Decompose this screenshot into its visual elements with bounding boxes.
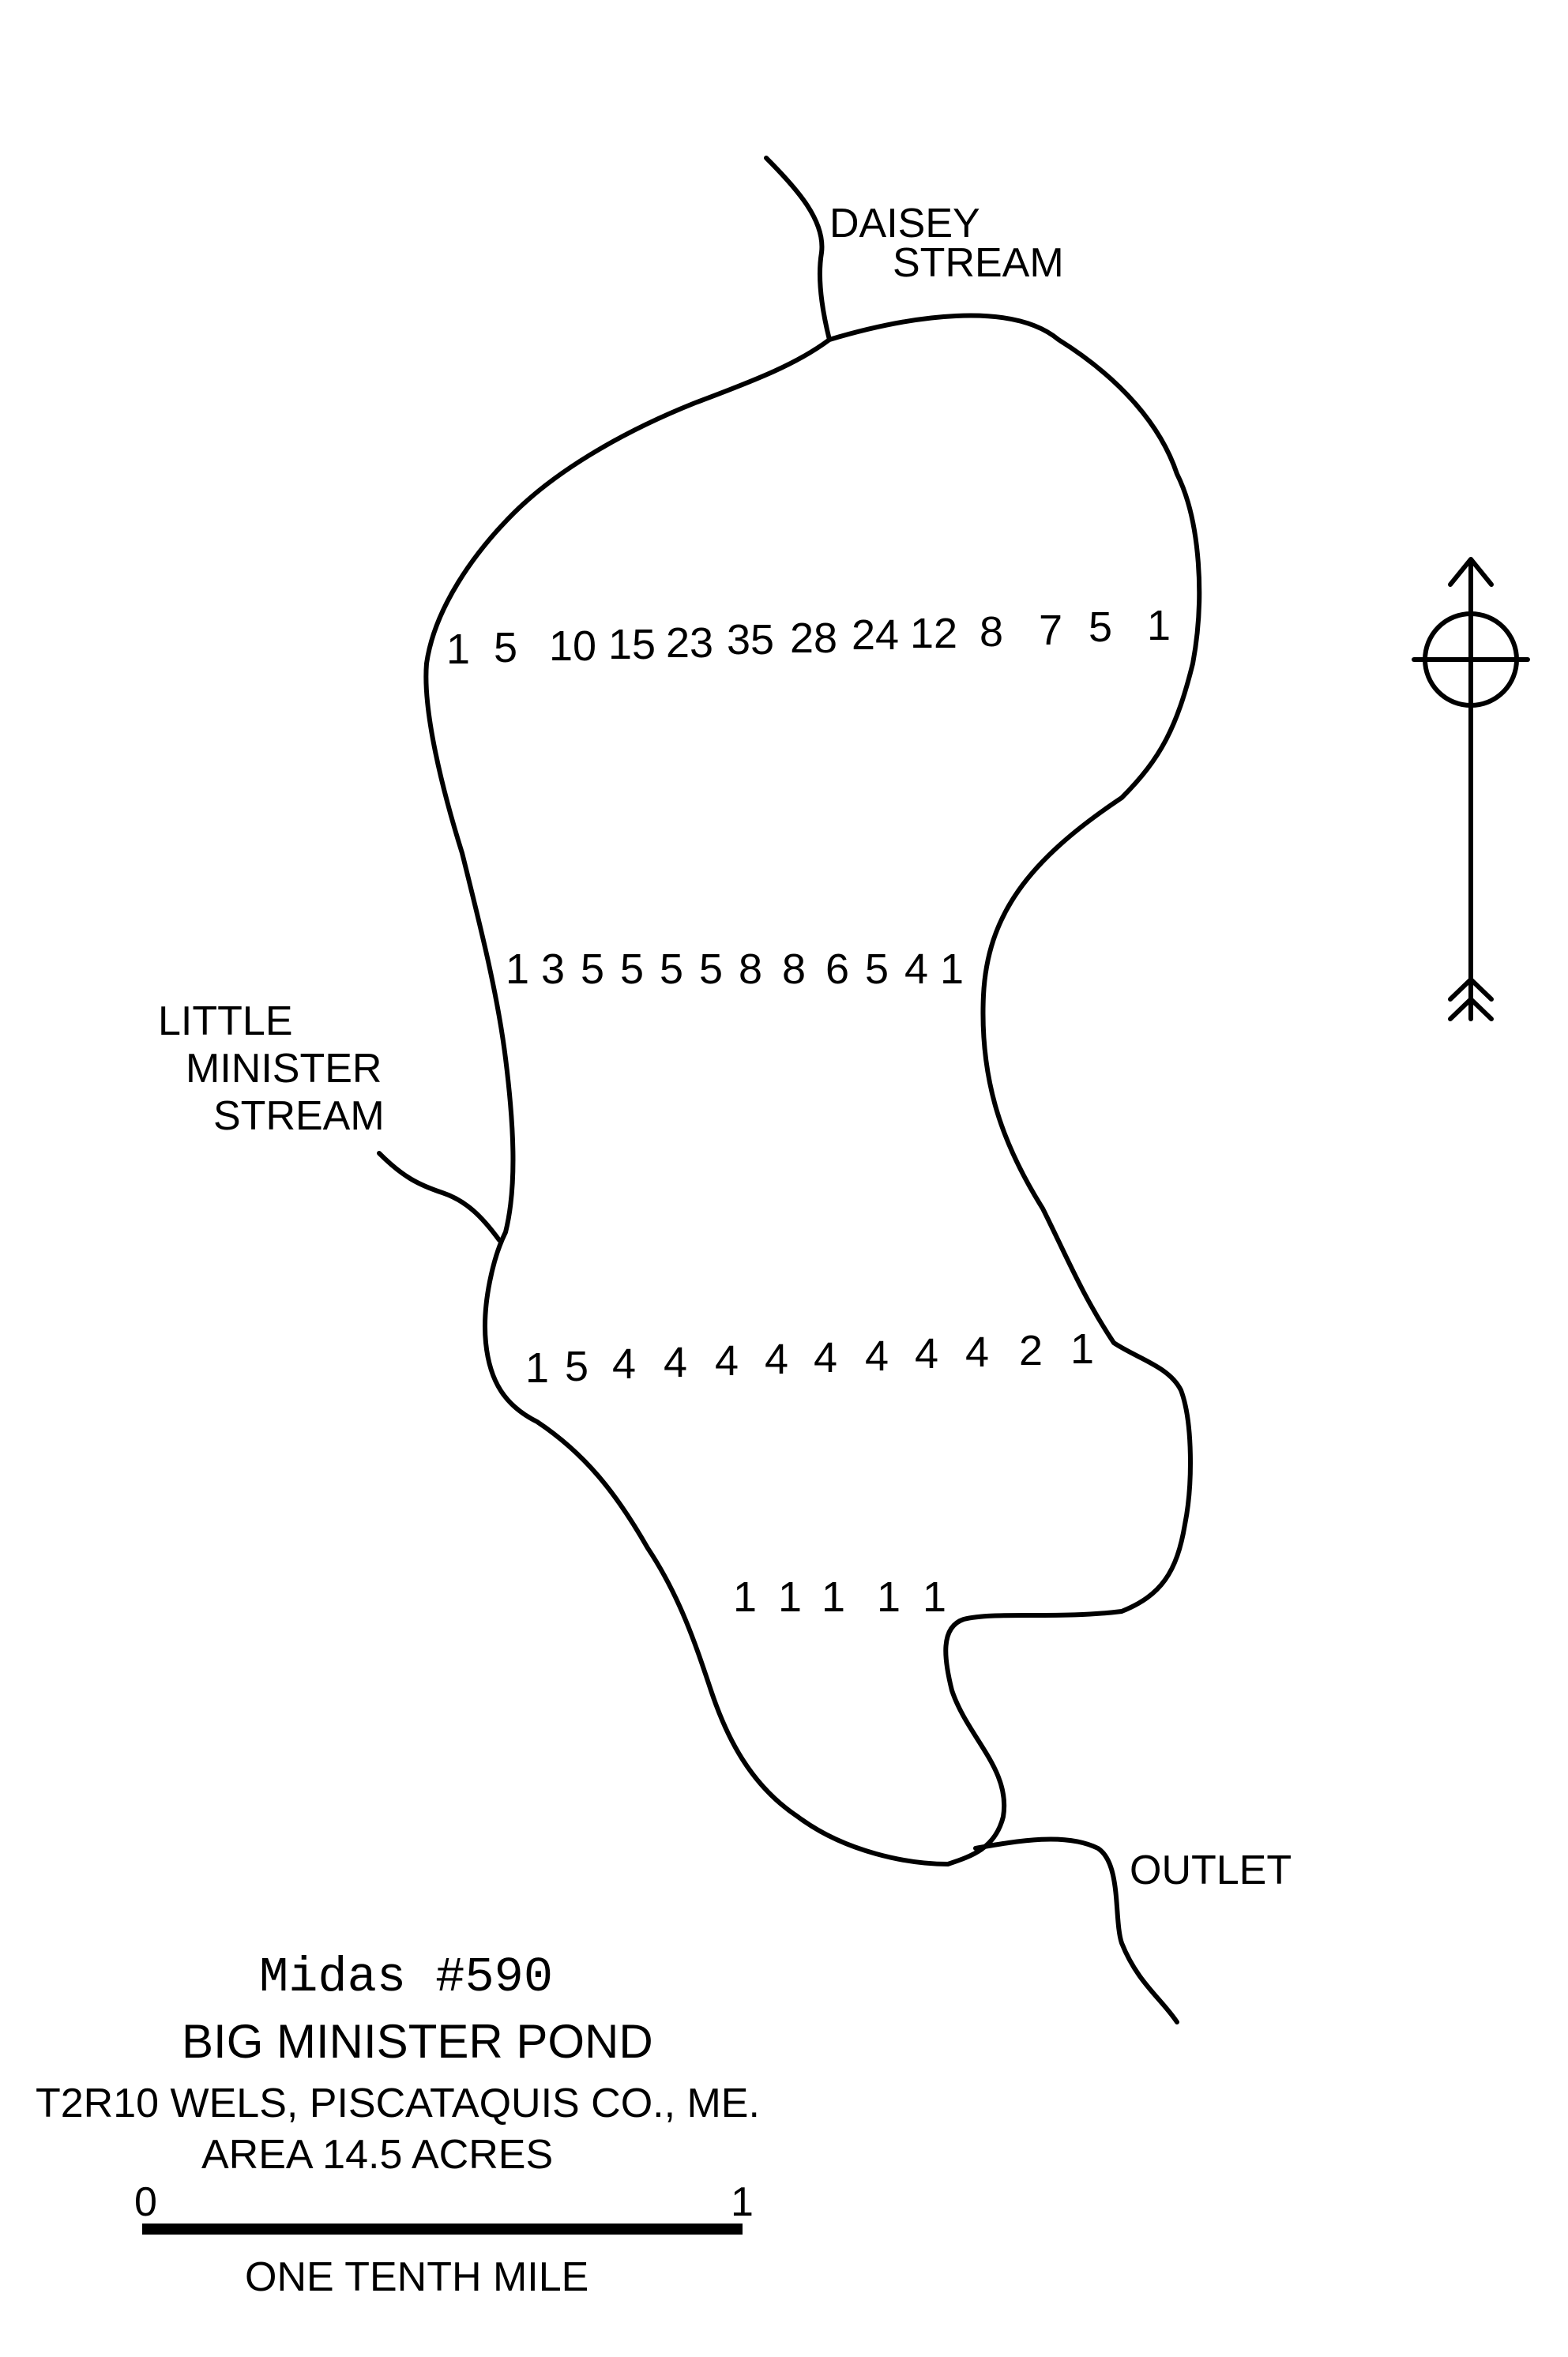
depth-value: 1: [940, 945, 964, 993]
depth-value: 5: [581, 945, 604, 993]
pond-location: T2R10 WELS, PISCATAQUIS CO., ME.: [36, 2081, 760, 2126]
scale-bar: [142, 2224, 743, 2235]
little-minister-label-line2: MINISTER: [186, 1046, 382, 1092]
little-minister-label-line3: STREAM: [213, 1093, 385, 1139]
depth-value: 8: [980, 608, 1003, 656]
depth-value: 1: [446, 626, 470, 673]
outlet-label: OUTLET: [1130, 1848, 1292, 1893]
depth-value: 4: [664, 1339, 687, 1386]
depth-value: 4: [814, 1334, 837, 1381]
little-minister-label-line1: LITTLE: [158, 998, 293, 1044]
depth-transect-4: 1 1 1 1 1: [733, 1573, 946, 1621]
daisey-stream-label-line1: DAISEY: [829, 201, 980, 246]
depth-value: 7: [1039, 607, 1062, 654]
scale-end-label: 1: [731, 2179, 754, 2225]
depth-value: 1: [923, 1573, 946, 1621]
depth-value: 3: [541, 945, 565, 993]
depth-value: 5: [699, 945, 723, 993]
depth-value: 5: [660, 945, 683, 993]
scale-caption: ONE TENTH MILE: [245, 2254, 588, 2300]
depth-value: 4: [915, 1330, 938, 1378]
depth-value: 2: [1019, 1327, 1043, 1374]
depth-value: 1: [822, 1573, 845, 1621]
depth-value: 4: [612, 1340, 636, 1388]
depth-value: 35: [727, 616, 774, 663]
depth-value: 4: [965, 1329, 989, 1376]
depth-value: 8: [782, 945, 806, 993]
scale-start-label: 0: [134, 2179, 157, 2225]
depth-value: 12: [910, 610, 957, 657]
depth-value: 5: [620, 945, 644, 993]
depth-value: 4: [865, 1333, 889, 1380]
midas-number: Midas #590: [259, 1949, 553, 2006]
depth-value: 24: [852, 611, 899, 659]
depth-value: 1: [778, 1573, 802, 1621]
depth-value: 8: [739, 945, 762, 993]
pond-area: AREA 14.5 ACRES: [201, 2132, 553, 2178]
depth-value: 23: [666, 619, 713, 667]
depth-value: 28: [790, 615, 837, 662]
depth-transect-2: 1 3 5 5 5 5 8 8 6 5 4 1: [506, 945, 964, 993]
depth-value: 5: [1089, 603, 1112, 651]
depth-value: 6: [825, 945, 849, 993]
depth-value: 5: [565, 1343, 588, 1390]
little-minister-stream-line: [377, 1151, 502, 1242]
depth-value: 4: [904, 945, 928, 993]
depth-value: 1: [506, 945, 529, 993]
daisey-stream-label-line2: STREAM: [893, 240, 1064, 286]
depth-value: 1: [525, 1344, 549, 1392]
depth-value: 1: [877, 1573, 901, 1621]
outlet-line: [973, 1836, 1179, 2024]
depth-value: 15: [608, 621, 656, 668]
depth-value: 4: [715, 1337, 739, 1385]
pond-shoreline: [423, 313, 1202, 1866]
north-arrow-icon: [1412, 557, 1530, 1021]
depth-value: 1: [733, 1573, 757, 1621]
depth-value: 5: [494, 624, 517, 671]
depth-value: 10: [549, 622, 596, 670]
depth-transect-1: 1 5 10 15 23 35 28 24 12 8 7 5 1: [446, 602, 1171, 673]
depth-transect-3: 1 5 4 4 4 4 4 4 4 4 2 1: [525, 1325, 1094, 1392]
depth-value: 1: [1147, 602, 1171, 649]
daisey-stream-line: [764, 156, 832, 342]
depth-value: 5: [865, 945, 889, 993]
depth-value: 4: [765, 1336, 788, 1383]
pond-name: BIG MINISTER POND: [182, 2015, 653, 2068]
depth-value: 1: [1070, 1325, 1094, 1373]
